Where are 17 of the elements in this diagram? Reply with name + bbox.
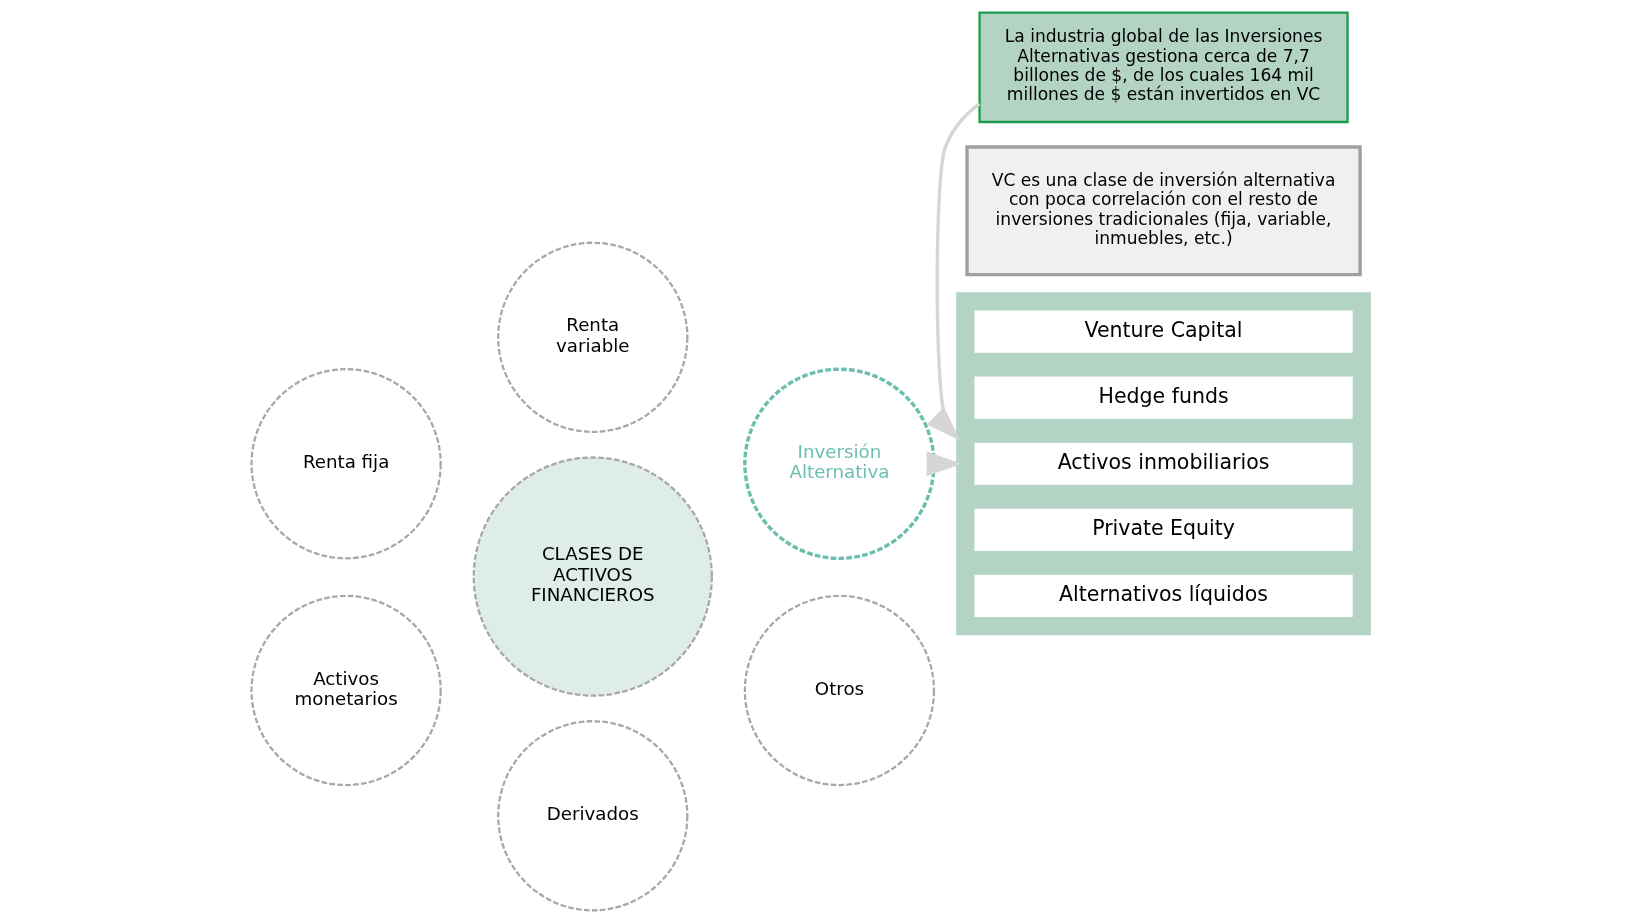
node-box: Venture Capital [974, 310, 1353, 353]
node-circle: CLASES DE ACTIVOS FINANCIEROS [472, 456, 713, 697]
node-circle: Derivados [497, 720, 689, 912]
node-circle: Renta fija [250, 368, 442, 560]
node-box: Activos inmobiliarios [974, 442, 1353, 485]
node-circle: Inversión Alternativa [743, 367, 936, 561]
node-circle: Otros [743, 594, 936, 787]
arrow [926, 451, 962, 477]
node-box: VC es una clase de inversión alternativa con poca correlación con el resto de inversiones tradicionales (fija, variable, inmuebles, etc.) [965, 145, 1362, 277]
node-circle: Renta variable [497, 241, 689, 433]
node-box: Hedge funds [974, 376, 1353, 419]
node-box: Alternativos líquidos [974, 574, 1353, 617]
node-box: Private Equity [974, 508, 1353, 551]
node-box: La industria global de las Inversiones Alternativas gestiona cerca de 7,7 billones de $, de los cuales 164 mil millones de $ están invertidos en VC [978, 11, 1349, 124]
cluster [956, 292, 1371, 636]
node-circle: Activos monetarios [250, 594, 442, 787]
arrow [926, 102, 981, 441]
